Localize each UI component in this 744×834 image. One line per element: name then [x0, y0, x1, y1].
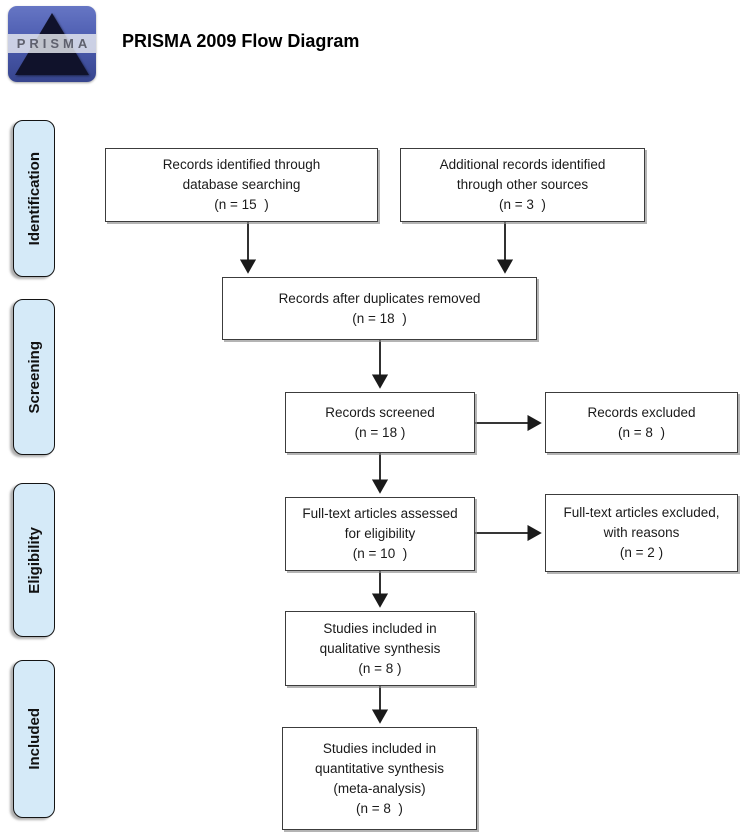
prisma-logo: PRISMA: [8, 6, 96, 82]
box-records-excluded: Records excluded (n = 8 ): [545, 392, 738, 453]
stage-label: Screening: [25, 340, 43, 414]
stage-identification: Identification: [13, 120, 55, 277]
box-records-identified: Records identified through database sear…: [105, 148, 378, 222]
stage-screening: Screening: [13, 299, 55, 455]
box-additional-records: Additional records identified through ot…: [400, 148, 645, 222]
box-duplicates-removed: Records after duplicates removed (n = 18…: [222, 277, 537, 340]
box-fulltext-excluded: Full-text articles excluded, with reason…: [545, 494, 738, 572]
stage-eligibility: Eligibility: [13, 483, 55, 637]
box-quantitative-synthesis: Studies included in quantitative synthes…: [282, 727, 477, 830]
box-records-screened: Records screened (n = 18 ): [285, 392, 475, 453]
box-qualitative-synthesis: Studies included in qualitative synthesi…: [285, 611, 475, 686]
stage-label: Eligibility: [25, 526, 43, 594]
page-title: PRISMA 2009 Flow Diagram: [122, 31, 360, 51]
stage-label: Included: [25, 708, 43, 770]
stage-included: Included: [13, 660, 55, 818]
stage-label: Identification: [25, 151, 43, 246]
box-fulltext-assessed: Full-text articles assessed for eligibil…: [285, 497, 475, 571]
logo-wordmark: PRISMA: [8, 34, 96, 53]
